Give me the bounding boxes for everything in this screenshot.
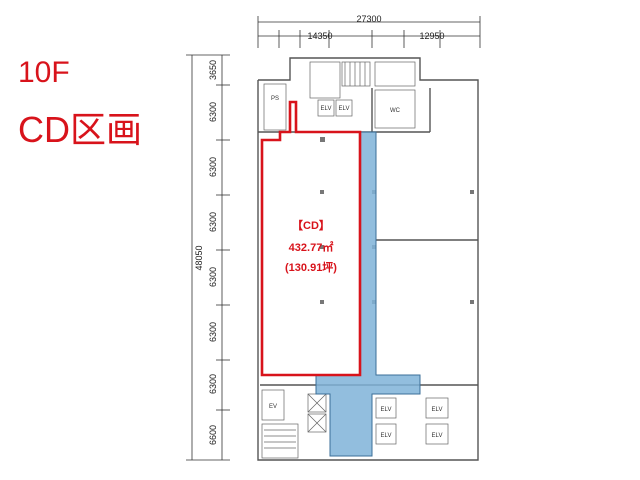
upper-wc-label: WC	[390, 108, 401, 114]
cd-zone-area-tsubo: (130.91坪)	[285, 261, 337, 274]
left-dimension-chain	[186, 54, 230, 461]
total-width-label: 27300	[356, 14, 381, 24]
lower-ev-label: EV	[269, 404, 277, 410]
lower-elv-label-4: ELV	[432, 433, 443, 439]
lower-core	[261, 389, 449, 459]
depth-segment-2: 6300	[208, 102, 218, 122]
depth-segment-8: 6600	[208, 425, 218, 445]
lower-elv-label-2: ELV	[381, 433, 392, 439]
upper-elv-label-2: ELV	[339, 106, 350, 112]
cd-zone-outline	[260, 100, 362, 377]
top-dimension-chain	[257, 16, 481, 48]
cd-zone-area-m2: 432.77㎡	[289, 240, 334, 254]
width-segment-1: 14350	[307, 31, 332, 41]
floor-label: 10F	[18, 56, 70, 89]
depth-segment-5: 6300	[208, 267, 218, 287]
lower-elv-label-3: ELV	[432, 407, 443, 413]
lower-elv-label-1: ELV	[381, 407, 392, 413]
total-depth-label: 48050	[194, 245, 204, 270]
depth-segment-1: 3650	[208, 60, 218, 80]
depth-segment-7: 6300	[208, 374, 218, 394]
width-segment-2: 12950	[419, 31, 444, 41]
upper-elv-label: ELV	[321, 106, 332, 112]
cd-zone-label: 【CD】	[292, 219, 330, 232]
section-label: CD区画	[18, 109, 142, 150]
upper-ps-label: PS	[271, 96, 279, 102]
upper-core	[263, 61, 416, 131]
depth-segment-4: 6300	[208, 212, 218, 232]
depth-segment-3: 6300	[208, 157, 218, 177]
depth-segment-6: 6300	[208, 322, 218, 342]
